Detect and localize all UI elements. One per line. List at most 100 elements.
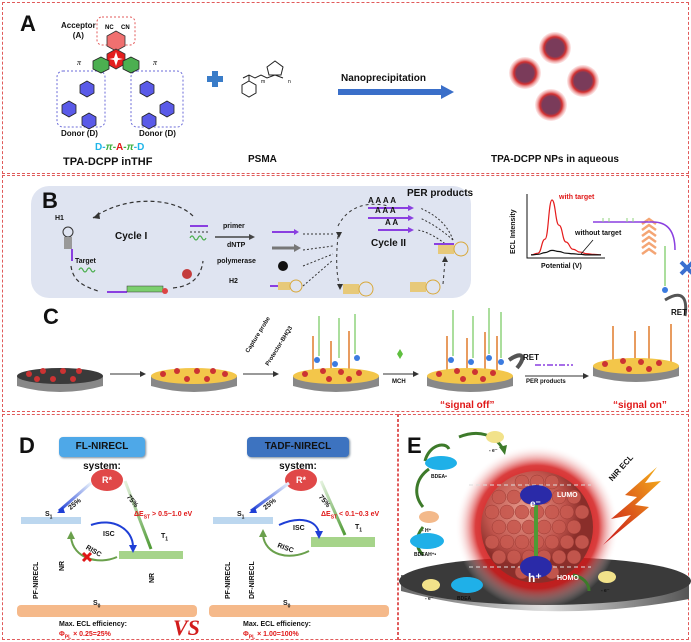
tpa-dcpp-structure: NC CN π π [56, 16, 184, 130]
homo-label: HOMO [557, 575, 579, 582]
acceptor-box [96, 16, 136, 46]
donor-box-left [56, 70, 106, 128]
hole-badge [520, 556, 552, 578]
target-label: Target [75, 258, 96, 265]
cycle2-diagram [270, 203, 469, 297]
donor-ring [61, 100, 77, 118]
nanoparticle [539, 32, 571, 64]
signal-on-label: “signal on” [613, 400, 667, 411]
a-tail-4: A A A A [368, 196, 396, 205]
donor-box-right [130, 70, 184, 128]
psma-structure: m n [241, 60, 291, 98]
electrode-signal-on [593, 218, 691, 382]
capture-probe-label: Capture probe [245, 316, 272, 355]
donor-ring [139, 80, 155, 98]
nanoparticle-bead [551, 519, 567, 535]
panel-bc: B H1 Target Cycle I primer dNTP polymera… [2, 175, 691, 412]
fl-energy-diagram [17, 480, 197, 617]
panel-a-letter: A [20, 11, 36, 36]
nanoparticle-bead [574, 504, 590, 520]
minus-h-label: - H⁺ [422, 528, 432, 534]
bdea-rad-label: BDEA• [431, 474, 447, 480]
s1-level [21, 517, 81, 524]
panel-c-letter: C [43, 304, 59, 329]
eff-value-left: ΦPL × 0.25=25% [59, 631, 111, 641]
pyrazine-ring [106, 30, 126, 52]
minus-e-label-1: - e⁻ [489, 448, 498, 454]
s0-level [209, 605, 389, 617]
vs-label: VS [173, 615, 200, 640]
pi-ring-left [92, 56, 110, 74]
process-arrow [110, 371, 146, 377]
tadf-energy-diagram [209, 480, 389, 617]
process-arrow [243, 371, 279, 377]
t1-label-right: T1 [355, 524, 363, 534]
polymer-n: n [288, 79, 291, 85]
minus-e-badge [422, 579, 440, 591]
compound-label: TPA-DCPP inTHF [63, 156, 153, 168]
reagent-primer: primer [223, 223, 245, 230]
nanoparticle-bead [559, 504, 575, 520]
process-arrow [383, 371, 419, 377]
protector-label: Protector-BHQ3 [265, 325, 295, 368]
cn-text: CN [121, 25, 130, 31]
nanoparticle-bead [574, 534, 590, 550]
polymer-label: PSMA [248, 154, 277, 165]
t1-label-left: T1 [161, 533, 169, 543]
electron-label: e⁻ [530, 499, 541, 510]
legend-with-target: with target [559, 194, 595, 201]
minus-e-label-3: - e⁻ [601, 588, 610, 594]
reagent-arrow [215, 234, 255, 240]
nanoparticle-bead [559, 534, 575, 550]
isc-label-left: ISC [103, 531, 115, 538]
nanoparticle-bead [499, 534, 515, 550]
nanoparticle-bead [506, 489, 522, 505]
legend-pointer [580, 239, 594, 255]
nanoparticle-bead [544, 534, 560, 550]
panel-b-letter: B [42, 188, 58, 213]
t1-level [119, 551, 183, 559]
signal-off-label: “signal off” [440, 400, 495, 411]
dpad-formula: D-π-A-π-D [95, 142, 145, 153]
blocked-icon [679, 260, 691, 276]
delta-est-left: ΔEST > 0.5~1.0 eV [134, 511, 193, 521]
mch-icon [397, 349, 403, 359]
r-star-right: R* [285, 469, 317, 491]
panel-d: D FL-NIRECL system: R* 25% 75% ΔEST > 0.… [2, 414, 398, 640]
donor-right-label: Donor (D) [139, 129, 176, 138]
electrode-bare [17, 368, 103, 392]
donor-ring [159, 100, 175, 118]
pi-left-text: π [77, 58, 82, 67]
eff-value-right: ΦPL × 1.00=100% [243, 631, 299, 641]
h1-hairpin-icon [62, 226, 74, 238]
chart-xlabel: Potential (V) [541, 263, 582, 270]
polymer-m: m [261, 79, 265, 85]
bdeah-badge [410, 533, 444, 549]
chart-ylabel: ECL Intensity [510, 209, 517, 254]
per-products-arrow [525, 364, 589, 379]
nanoparticle-bead [484, 504, 500, 520]
chart-axes [526, 194, 605, 259]
nanoparticle-bead [499, 504, 515, 520]
per-products-c-label: PER products [526, 379, 566, 385]
nanoprecipitation-label: Nanoprecipitation [341, 73, 427, 84]
nanoparticle [567, 65, 599, 97]
nanoparticle-bead [536, 519, 552, 535]
r-star-left: R* [91, 469, 123, 491]
nanoparticle-bead [544, 504, 560, 520]
nanoparticle-bead [491, 489, 507, 505]
fl-nirecl-title: FL-NIRECL system: [59, 437, 145, 472]
legend-without-target: without target [575, 230, 622, 237]
panel-b-background [31, 186, 471, 298]
minus-e-label-2: - e⁻ [425, 596, 434, 602]
delta-est-right: ΔEST < 0.1~0.3 eV [321, 511, 380, 521]
enzyme-icon [162, 288, 168, 294]
nanoparticle-bead [566, 549, 582, 565]
nanoparticle-bead [521, 519, 537, 535]
h1-label: H1 [55, 215, 64, 222]
nanoparticle-bead [514, 504, 530, 520]
nanoparticle-bead [506, 549, 522, 565]
nanoparticle-bead [566, 489, 582, 505]
reagent-h2: H2 [229, 278, 238, 285]
exonuclease-icon [182, 269, 192, 279]
